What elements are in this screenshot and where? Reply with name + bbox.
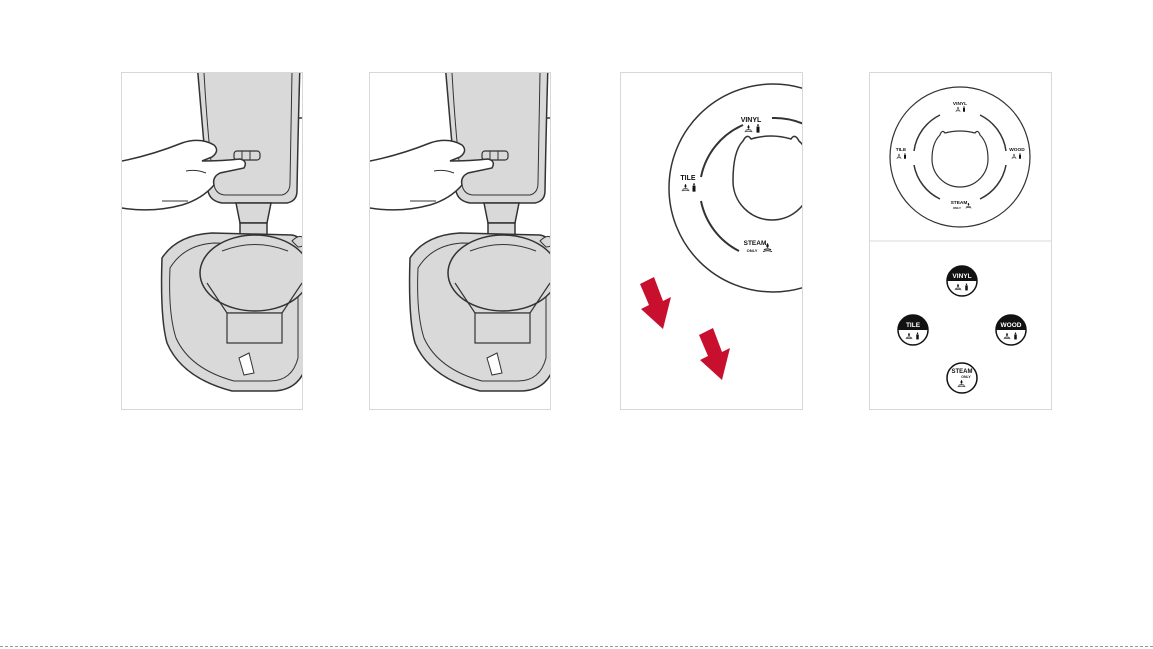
dial-label-tile: TILE [896, 147, 907, 153]
panel-dial-modes: VINYL TILE WOOD STEAM ONLY VINYL TILE [869, 72, 1052, 410]
badge-label-tile: TILE [906, 322, 921, 329]
badge-label-wood: WOOD [1001, 322, 1022, 329]
dial-label-only: ONLY [953, 206, 961, 210]
dial-hub [932, 131, 988, 187]
mode-dial-large: VINYL TILE STEAM ONLY [621, 73, 802, 409]
dial-label-wood: WOOD [1009, 147, 1025, 153]
dial-label-steam: STEAM [744, 240, 767, 247]
arrow-down-icon [699, 328, 730, 380]
page-bottom-rule [0, 646, 1153, 647]
vinyl-mode-badge: VINYL [947, 266, 977, 296]
badge-label-only: ONLY [961, 375, 971, 379]
dial-hub [733, 136, 802, 220]
dial-label-vinyl: VINYL [953, 101, 967, 107]
panel-dial-arrows: VINYL TILE STEAM ONLY [620, 72, 803, 410]
dial-label-only: ONLY [747, 248, 758, 253]
wood-mode-badge: WOOD [996, 315, 1026, 345]
dial-label-vinyl: VINYL [741, 117, 762, 124]
badge-label-vinyl: VINYL [952, 273, 971, 280]
hand-pressing-button-icon [122, 73, 302, 409]
panel-mop-step-1 [121, 72, 303, 410]
panel-mop-step-2 [369, 72, 551, 410]
dial-label-tile: TILE [680, 175, 695, 182]
arrow-down-icon [640, 277, 671, 329]
mode-dial-small: VINYL TILE WOOD STEAM ONLY VINYL TILE [870, 73, 1051, 409]
hand-pressing-button-icon [370, 73, 550, 409]
steam-mode-badge: STEAM ONLY [947, 363, 977, 393]
tile-mode-badge: TILE [898, 315, 928, 345]
